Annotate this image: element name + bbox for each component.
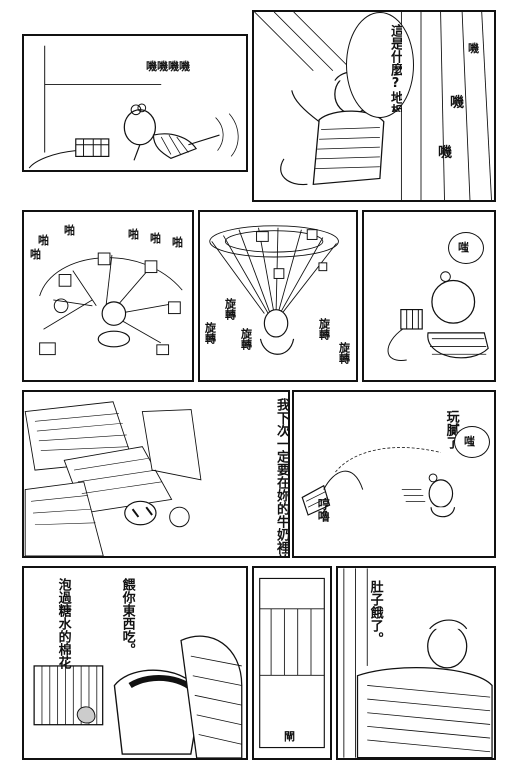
dialog-feed: 餵你東西吃。 [119,578,135,656]
sfx-chirp-2: 嘰 [450,95,464,111]
dialog-cotton: 泡過糖水的棉花 [55,578,71,669]
dialog-hungry: 肚子餓了。 [367,580,383,645]
panel-4: 旋轉 旋轉 旋轉 旋轉 旋轉 [198,210,358,382]
panel-3-art [39,252,183,356]
panel-5-art [387,271,489,361]
panel-5: 嗤 [362,210,496,382]
sfx-pop-6: 啪 [172,236,183,249]
panel-4-art [209,225,339,355]
sfx-chirp: 嘰嘰嘰嘰 [146,60,190,73]
sfx-hmph: 嗤 [464,435,475,448]
sfx-spin-4: 旋轉 [317,318,331,340]
sfx-hmph: 嗤 [458,241,469,254]
baby-spinning [259,309,295,355]
toy-box [75,138,110,157]
gate-sign: 閘 [284,730,295,743]
panel-6: 我下次一定要在妳的牛奶裡放辣椒醬,辣死妳。 [22,390,290,558]
panel-10: 肚子餓了。 [336,566,496,760]
sfx-throw: 哼嚕 [304,414,342,522]
sfx-pop-2: 啪 [64,224,75,237]
sfx-chirp-3: 嘰 [438,145,452,161]
sfx-pop-4: 啪 [128,228,139,241]
panel-10-art [343,568,493,758]
baby-turned [428,473,456,518]
speech-bubble [346,12,414,118]
sfx-chirp-1: 嘰 [468,42,479,55]
sfx-spin-1: 旋轉 [223,298,237,320]
sfx-pop-5: 啪 [150,232,161,245]
panel-8-art [33,635,243,758]
lying-man [356,619,493,758]
panel-8: 餵你東西吃。 泡過糖水的棉花 [22,566,248,760]
striped-man-side [180,635,243,758]
sfx-bubble [448,232,484,264]
sfx-throw-2: 嚕 [316,510,331,522]
toy-box [400,309,423,330]
panel-9: 閘 [252,566,332,760]
buried-man [124,500,157,526]
baby-holding-box [427,271,489,359]
panel-9-art [259,577,325,749]
panel-1: 嘰嘰嘰嘰 [22,34,248,172]
dialog-threat: 我下次一定要在妳的牛奶裡放辣椒醬,辣死妳。 [274,398,289,558]
sfx-pop-1: 啪 [38,234,49,247]
panel-6-art [24,401,202,556]
panel-2: 這是什麼?地板的聲音嗎? 嘰 嘰 嘰 [252,10,496,202]
sfx-spin-2: 旋轉 [203,322,217,344]
panel-7: 玩膩了 嗤 哼嚕 [292,390,496,558]
thrown-toy-box [301,447,441,516]
dialog-line: 這是什麼?地板的聲音嗎? [388,24,402,112]
panel-1-art [28,45,239,169]
sfx-throw-1: 哼 [316,498,331,510]
sfx-spin-5: 旋轉 [337,342,351,364]
sfx-spin-3: 旋轉 [239,328,253,350]
sfx-bubble [454,426,490,458]
panel-3: 啪 啪 啪 啪 啪 啪 [22,210,194,382]
panel-7-art [301,447,456,518]
sfx-pop-3: 啪 [30,248,41,261]
baby-crawling [123,103,220,161]
